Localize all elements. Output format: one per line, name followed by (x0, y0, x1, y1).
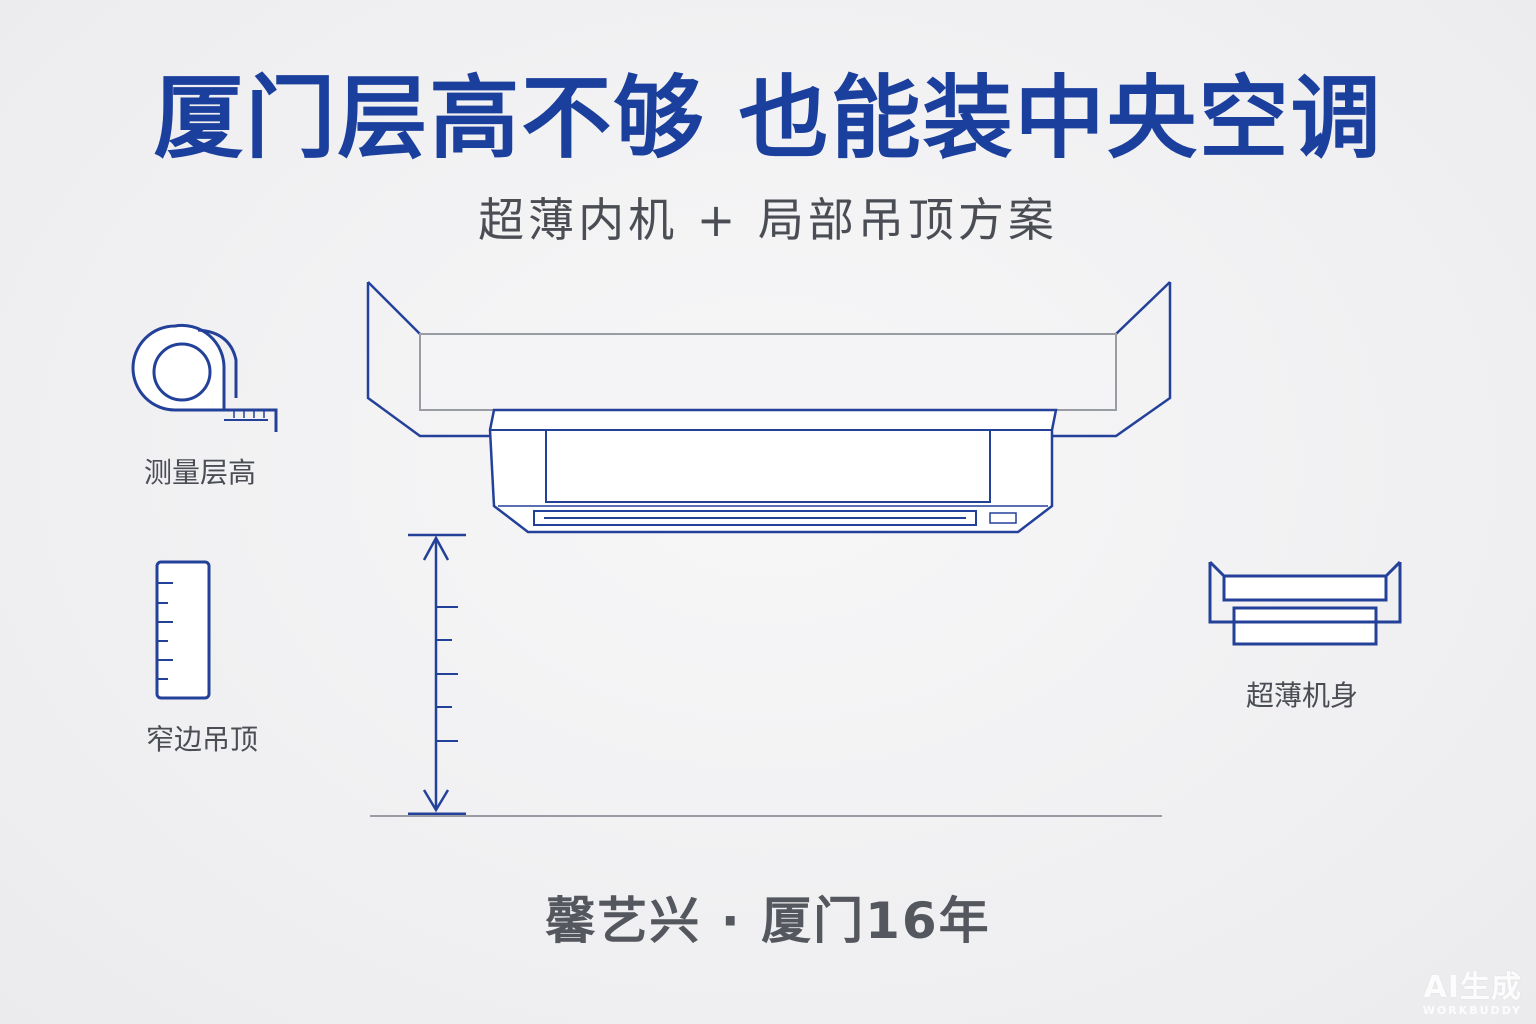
watermark-sub: WORKBUDDY (1422, 1004, 1522, 1017)
tape-measure-icon (131, 323, 278, 432)
ceiling-soffit (366, 281, 1172, 438)
label-slim-body: 超薄机身 (1245, 679, 1358, 712)
watermark-main: AI生成 (1423, 970, 1522, 1005)
footer-brand: 馨艺兴 · 厦门16年 (545, 892, 991, 950)
label-measure-height: 测量层高 (143, 456, 256, 489)
ai-watermark: AI生成 WORKBUDDY (1402, 972, 1522, 1018)
ruler-icon (155, 560, 211, 700)
height-dimension (408, 533, 466, 816)
slim-ac-unit (488, 408, 1058, 534)
page-subtitle: 超薄内机 + 局部吊顶方案 (478, 193, 1058, 247)
label-narrow-ceiling: 窄边吊顶 (145, 723, 258, 756)
slim-unit-icon (1208, 560, 1402, 646)
page-title: 厦门层高不够 也能装中央空调 (153, 66, 1383, 171)
